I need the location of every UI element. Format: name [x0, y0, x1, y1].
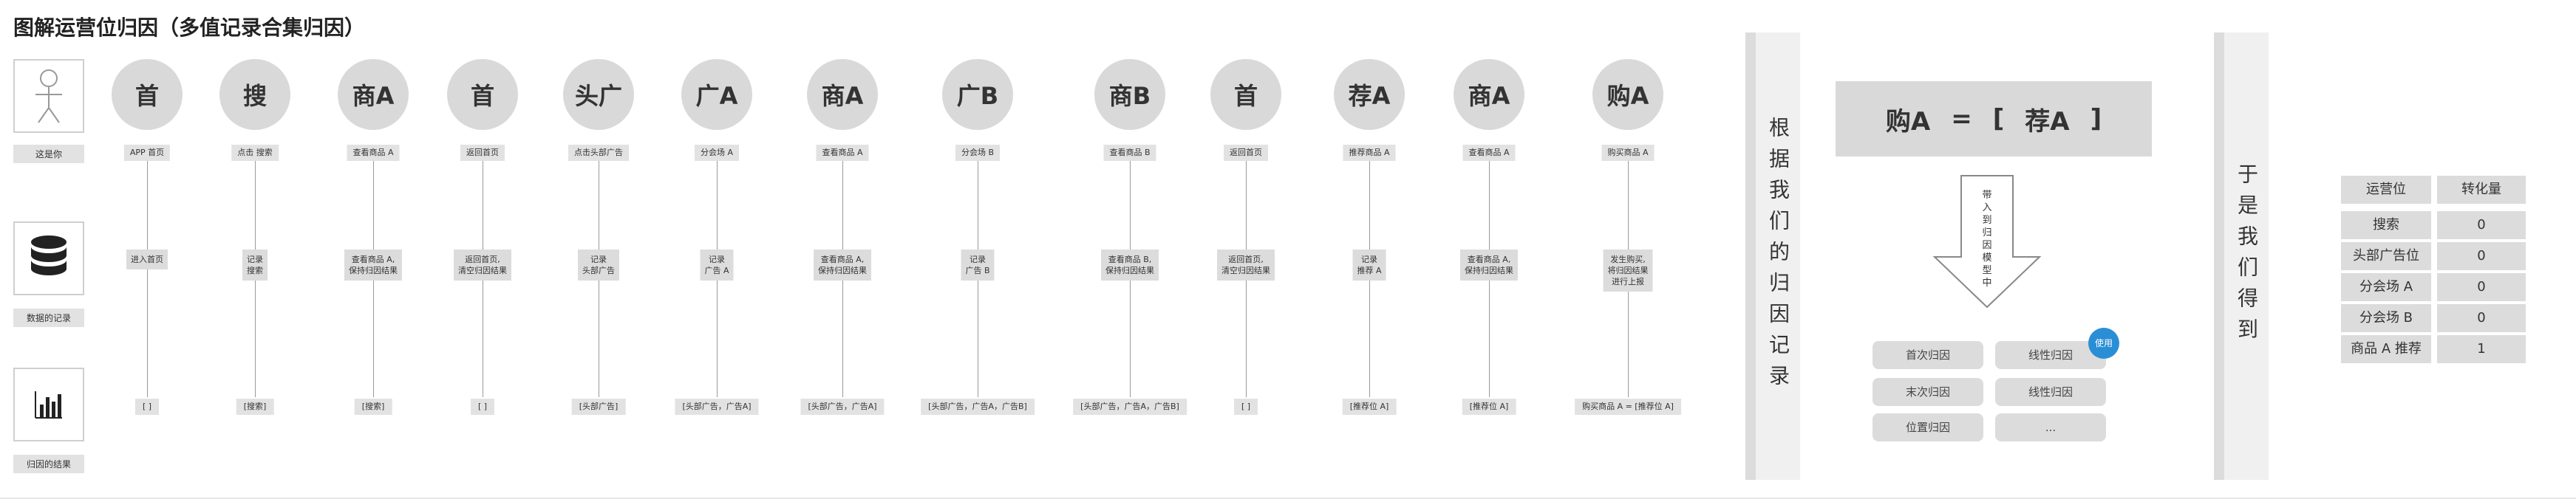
- step-record-box: 记录 广告 B: [961, 250, 995, 281]
- step-icon: 首: [447, 59, 518, 130]
- step-icon: 搜: [219, 59, 290, 130]
- step-icon: 首: [1210, 59, 1281, 130]
- step-record-box: 返回首页, 清空归因结果: [1217, 250, 1275, 281]
- step-action-label: 推荐商品 A: [1343, 145, 1396, 161]
- method-last-touch: 末次归因: [1873, 378, 1983, 406]
- method-position: 位置归因: [1873, 413, 1983, 441]
- side-caption-1-text: 根据我们的归因记录: [1766, 117, 1790, 396]
- step-result-box: [推荐位 A]: [1462, 399, 1516, 415]
- bar-chart-icon: [35, 391, 62, 419]
- table-cell-value: 1: [2437, 335, 2526, 363]
- side-caption-1: 根据我们的归因记录: [1756, 32, 1800, 480]
- step-icon: 首: [112, 59, 183, 130]
- step-record-box: 记录 广告 A: [700, 250, 734, 281]
- step-icon: 商B: [1094, 59, 1165, 130]
- stick-figure-icon: [35, 69, 62, 123]
- formula-open-bracket: [: [1992, 104, 2005, 134]
- formula-close-bracket: ]: [2090, 104, 2102, 134]
- step-result-box: [推荐位 A]: [1342, 399, 1397, 415]
- step-record-box: 查看商品 B, 保持归因结果: [1101, 250, 1159, 281]
- step-record-box: 进入首页: [126, 250, 168, 269]
- step-icon: 广B: [942, 59, 1013, 130]
- result-legend-label: 归因的结果: [13, 455, 84, 473]
- table-cell-slot: 分会场 B: [2341, 304, 2431, 332]
- result-box: [13, 368, 84, 441]
- step-icon: 广A: [681, 59, 752, 130]
- use-badge: 使用: [2088, 328, 2119, 359]
- divider-bar-2: [2214, 32, 2224, 480]
- step-action-label: 点击 搜索: [231, 145, 279, 161]
- step-action-label: 查看商品 A: [816, 145, 869, 161]
- step-action-label: 返回首页: [460, 145, 505, 161]
- table-header-slot: 运营位: [2341, 176, 2431, 204]
- user-actor-box: [13, 59, 84, 133]
- step-action-label: 查看商品 A: [1462, 145, 1516, 161]
- step-result-box: [ ]: [134, 399, 160, 415]
- step-icon: 头广: [563, 59, 634, 130]
- table-cell-slot: 分会场 A: [2341, 273, 2431, 301]
- formula-equals: =: [1951, 104, 1972, 134]
- step-result-box: [搜索]: [236, 399, 274, 415]
- step-result-box: [搜索]: [354, 399, 392, 415]
- table-header-conversions: 转化量: [2437, 176, 2526, 204]
- step-icon: 购A: [1592, 59, 1663, 130]
- step-record-box: 记录 搜索: [242, 250, 268, 281]
- step-icon: 商A: [807, 59, 878, 130]
- divider-bar-1: [1745, 32, 1756, 480]
- table-cell-value: 0: [2437, 304, 2526, 332]
- table-cell-slot: 商品 A 推荐: [2341, 335, 2431, 363]
- step-record-box: 记录 头部广告: [578, 250, 619, 281]
- page-title: 图解运营位归因（多值记录合集归因）: [13, 16, 366, 40]
- db-legend-label: 数据的记录: [13, 309, 84, 327]
- connector-line: [147, 161, 148, 397]
- method-linear: 线性归因: [1995, 341, 2106, 369]
- step-record-box: 发生购买, 将归因结果 进行上报: [1603, 250, 1653, 292]
- method-linear-2: 线性归因: [1995, 378, 2106, 406]
- step-record-box: 返回首页, 清空归因结果: [454, 250, 511, 281]
- user-legend-label: 这是你: [13, 145, 84, 163]
- step-action-label: APP 首页: [123, 145, 171, 161]
- side-caption-2: 于是我们得到: [2224, 32, 2269, 480]
- database-icon: [31, 235, 67, 275]
- step-icon: 商A: [338, 59, 409, 130]
- step-result-box: [头部广告，广告A]: [675, 399, 759, 415]
- step-action-label: 点击头部广告: [568, 145, 629, 161]
- step-action-label: 返回首页: [1224, 145, 1268, 161]
- step-result-box: [ ]: [470, 399, 495, 415]
- side-caption-2-text: 于是我们得到: [2235, 163, 2259, 349]
- arrow-caption: 带入到归因模型中: [1982, 190, 1992, 289]
- step-action-label: 分会场 A: [694, 145, 740, 161]
- step-action-label: 查看商品 A: [347, 145, 400, 161]
- table-cell-slot: 头部广告位: [2341, 242, 2431, 270]
- step-icon: 荐A: [1334, 59, 1405, 130]
- step-action-label: 分会场 B: [955, 145, 1001, 161]
- method-more: ...: [1995, 413, 2106, 441]
- step-record-box: 查看商品 A, 保持归因结果: [814, 250, 871, 281]
- step-result-box: [头部广告]: [571, 399, 626, 415]
- step-record-box: 查看商品 A, 保持归因结果: [1460, 250, 1518, 281]
- step-action-label: 查看商品 B: [1103, 145, 1156, 161]
- formula-item: 荐A: [2025, 106, 2070, 137]
- step-result-box: 购买商品 A = [推荐位 A]: [1575, 399, 1681, 415]
- step-record-box: 记录 推荐 A: [1352, 250, 1386, 281]
- step-result-box: [头部广告，广告A]: [800, 399, 885, 415]
- table-cell-value: 0: [2437, 211, 2526, 239]
- method-first-touch: 首次归因: [1873, 341, 1983, 369]
- bottom-rule: [0, 498, 2576, 499]
- down-arrow-icon: [1932, 175, 2042, 309]
- table-cell-slot: 搜索: [2341, 211, 2431, 239]
- table-cell-value: 0: [2437, 273, 2526, 301]
- step-action-label: 购买商品 A: [1601, 145, 1655, 161]
- step-icon: 商A: [1454, 59, 1524, 130]
- step-result-box: [头部广告，广告A，广告B]: [921, 399, 1035, 415]
- table-cell-value: 0: [2437, 242, 2526, 270]
- step-result-box: [ ]: [1233, 399, 1258, 415]
- formula-box: 购A = [ 荐A ]: [1836, 81, 2152, 157]
- formula-left: 购A: [1885, 106, 1931, 137]
- database-box: [13, 221, 84, 295]
- step-result-box: [头部广告，广告A，广告B]: [1073, 399, 1187, 415]
- step-record-box: 查看商品 A, 保持归因结果: [344, 250, 402, 281]
